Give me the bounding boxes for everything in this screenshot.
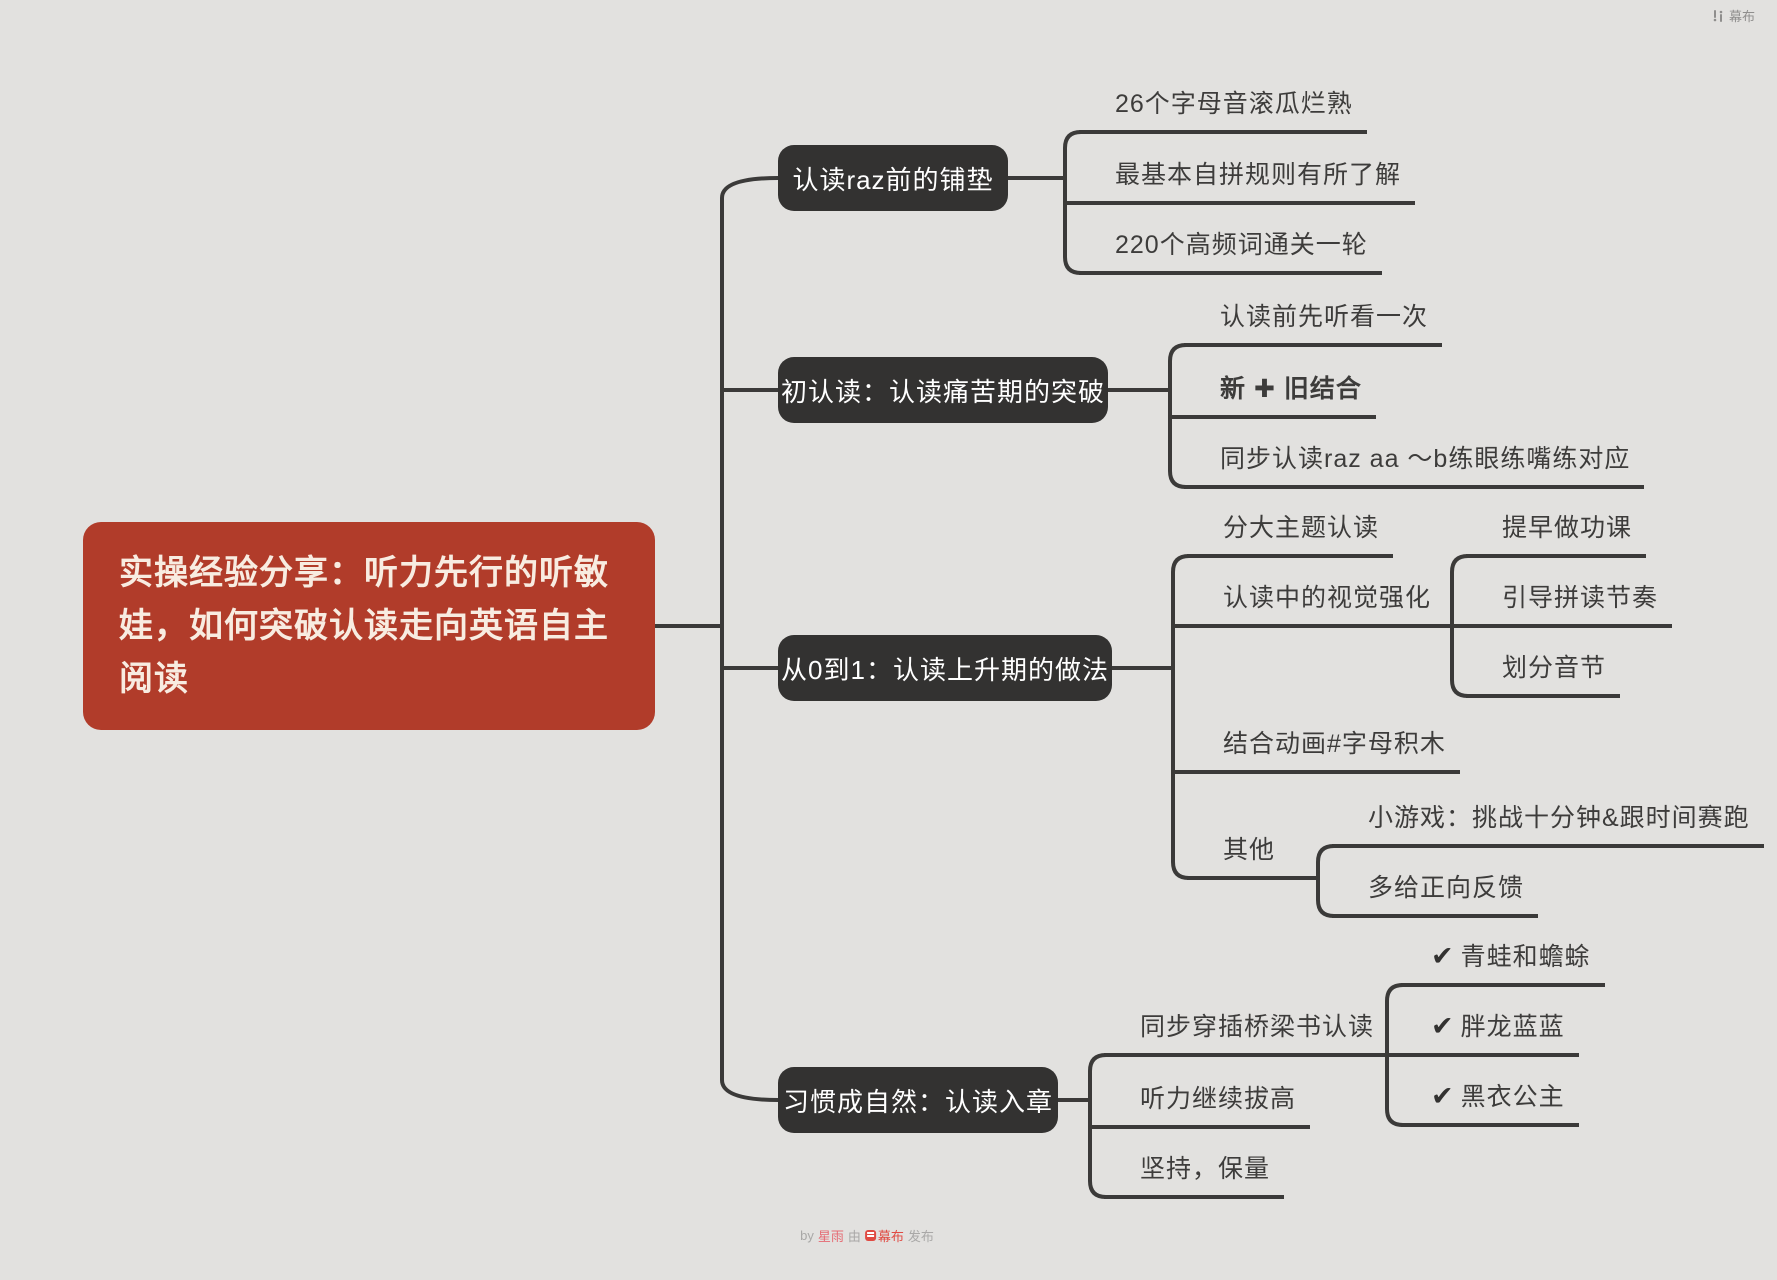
leaf-letter-sounds[interactable]: 26个字母音滚瓜烂熟 [1079,88,1367,134]
mubu-logo-icon [1711,9,1725,23]
branch-node-raz-preparation[interactable]: 认读raz前的铺垫 [778,145,1008,211]
leaf-divide-syllables[interactable]: 划分音节 [1466,652,1621,698]
leaf-visual-reinforce[interactable]: 认读中的视觉强化 [1187,582,1452,628]
publish-watermark: by 星雨 由 幕布 发布 [800,1226,934,1245]
watermark-via: 由 [847,1229,861,1244]
branch-node-zero-to-one[interactable]: 从0到1：认读上升期的做法 [778,635,1112,701]
watermark-publish: 发布 [907,1229,934,1244]
leaf-raz-aa-b-practice[interactable]: 同步认读raz aa ～b练眼练嘴练对应 [1184,443,1645,489]
leaf-label: 胖龙蓝蓝 [1460,1013,1565,1041]
branch-node-habit[interactable]: 习惯成自然：认读入章 [778,1067,1058,1133]
mubu-brand-label: 幕布 [1728,9,1755,24]
leaf-phonics-rules[interactable]: 最基本自拼规则有所了解 [1079,159,1416,205]
leaf-guide-blending-rhythm[interactable]: 引导拼读节奏 [1466,582,1673,628]
leaf-theme-reading[interactable]: 分大主题认读 [1187,512,1394,558]
leaf-listening-improve[interactable]: 听力继续拔高 [1104,1083,1311,1129]
watermark-author[interactable]: 星雨 [817,1229,844,1244]
leaf-frog-and-toad[interactable]: ✔青蛙和蟾蜍 [1401,940,1605,987]
checkmark-icon: ✔ [1431,941,1455,971]
leaf-label: 青蛙和蟾蜍 [1460,943,1591,971]
leaf-bridge-books[interactable]: 同步穿插桥梁书认读 [1104,1011,1387,1057]
leaf-fat-dragon[interactable]: ✔胖龙蓝蓝 [1401,1010,1579,1057]
mubu-brand[interactable]: 幕布 [1711,6,1755,25]
watermark-brand-label: 幕布 [877,1229,904,1244]
leaf-princess-in-black[interactable]: ✔黑衣公主 [1401,1080,1579,1127]
watermark-brand-link[interactable]: 幕布 [864,1226,904,1245]
leaf-persist-quantity[interactable]: 坚持，保量 [1104,1153,1285,1199]
mubu-mini-logo-icon [864,1230,876,1241]
leaf-positive-feedback[interactable]: 多给正向反馈 [1332,872,1539,918]
checkmark-icon: ✔ [1431,1011,1455,1041]
leaf-new-plus-old[interactable]: 新 ✚ 旧结合 [1184,373,1376,419]
leaf-homework-early[interactable]: 提早做功课 [1466,512,1647,558]
watermark-by: by [800,1228,814,1243]
checkmark-icon: ✔ [1431,1081,1455,1111]
leaf-others[interactable]: 其他 [1187,834,1318,880]
branch-node-early-reading[interactable]: 初认读：认读痛苦期的突破 [778,357,1108,423]
leaf-sight-words[interactable]: 220个高频词通关一轮 [1079,229,1382,275]
leaf-animation-blocks[interactable]: 结合动画#字母积木 [1187,728,1460,774]
leaf-mini-games[interactable]: 小游戏：挑战十分钟&跟时间赛跑 [1332,802,1764,848]
root-node[interactable]: 实操经验分享：听力先行的听敏娃，如何突破认读走向英语自主阅读 [83,522,655,730]
leaf-label: 黑衣公主 [1460,1083,1565,1111]
leaf-listen-first[interactable]: 认读前先听看一次 [1184,301,1443,347]
